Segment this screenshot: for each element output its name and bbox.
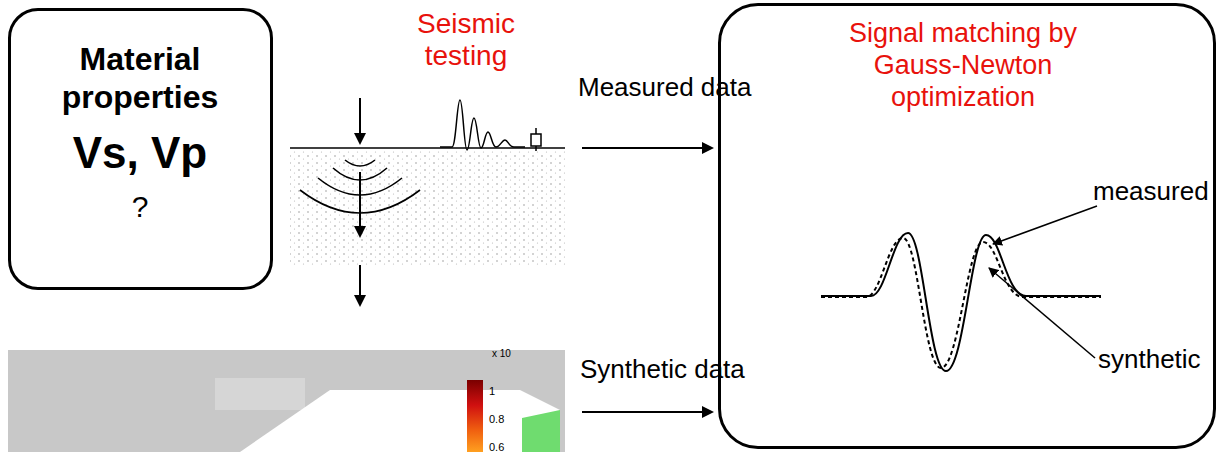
- simulation-slab: [240, 390, 560, 452]
- geophone: [531, 128, 541, 151]
- simulation-face: [522, 410, 560, 452]
- seismic-signal: [440, 100, 525, 150]
- leader-line: [989, 268, 1095, 358]
- property-title: Material properties: [17, 41, 263, 117]
- down-arrow: [359, 265, 361, 305]
- curve-label: measured: [1093, 176, 1209, 207]
- arrow-label: Measured data: [578, 73, 751, 103]
- rounded-box: Signal matching by Gauss-Newton optimiza…: [718, 3, 1216, 449]
- simulation-shade: [215, 378, 305, 410]
- colorbar: [467, 380, 483, 452]
- ground-texture: [290, 150, 565, 265]
- colorbar-tick: 0.8: [489, 413, 504, 426]
- colorbar-tick: 1: [489, 385, 495, 398]
- unknown-mark: ?: [17, 189, 263, 224]
- colorbar-tick: 0.6: [489, 441, 504, 452]
- measured-curve: [821, 233, 1101, 371]
- colorbar-exponent: x 10: [492, 348, 511, 360]
- synthetic-curve: [821, 238, 1101, 368]
- method-heading: Signal matching by Gauss-Newton optimiza…: [813, 18, 1113, 114]
- curve-label: synthetic: [1098, 344, 1201, 375]
- wave-arrow: [359, 172, 361, 236]
- arrow-label: Synthetic data: [580, 355, 745, 385]
- measured-arrow: [582, 147, 712, 149]
- property-symbols: Vs, Vp: [17, 127, 263, 179]
- leader-line: [993, 206, 1097, 244]
- method-label: Seismic testing: [401, 8, 531, 72]
- simulation-panel: [8, 350, 565, 452]
- synthetic-arrow: [582, 411, 712, 413]
- rounded-box: Material propertiesVs, Vp?: [8, 8, 273, 290]
- impact-arrow: [359, 98, 361, 143]
